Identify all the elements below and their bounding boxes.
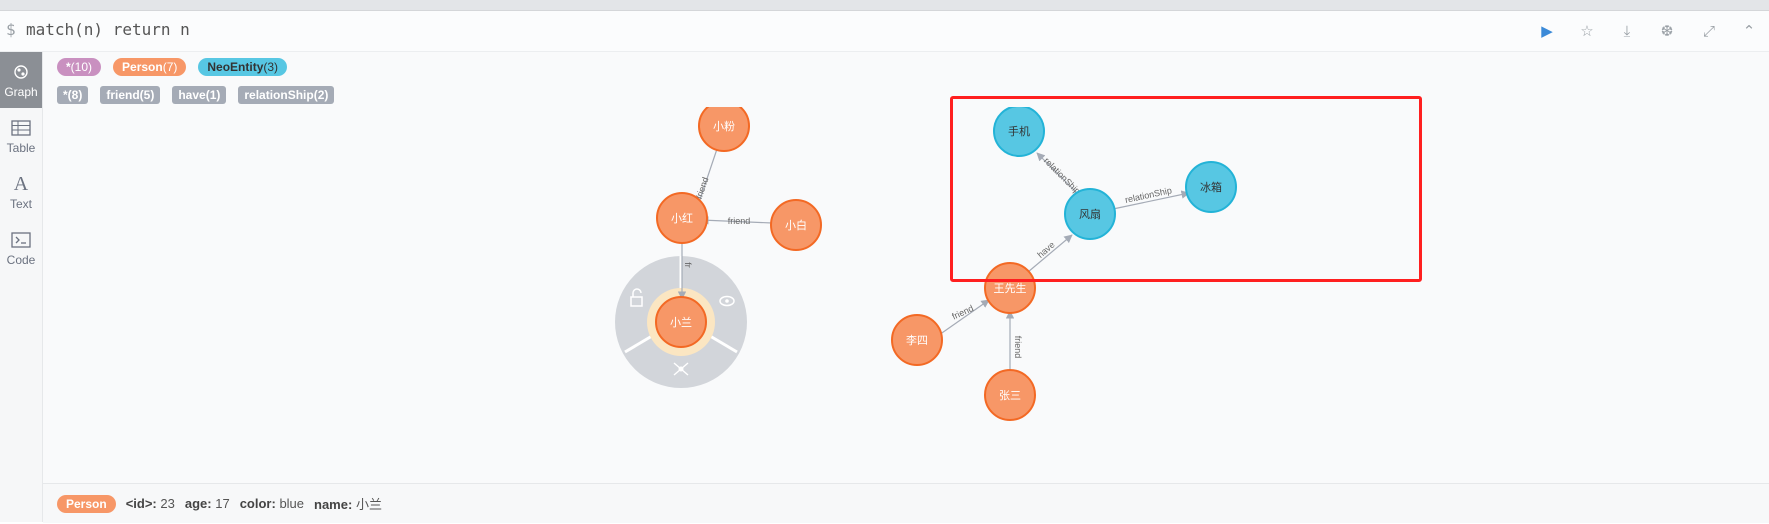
graph-node-entity[interactable]: 手机 [993,107,1045,157]
graph-node-person[interactable]: 小红 [656,192,708,244]
prop-color: color: blue [239,496,305,511]
collapse-icon[interactable]: ⌃ [1742,23,1756,40]
label-chip-all[interactable]: *(10) [57,58,102,76]
sidebar-item-label: Table [6,141,36,155]
node-properties-footer: Person <id>: 23 age: 17 color: blue name… [43,483,1769,523]
graph-node-person[interactable]: 张三 [984,369,1036,421]
svg-text:relationShip: relationShip [1042,156,1083,197]
node-label-filters: *(10) Person(7) NeoEntity(3) [57,58,288,76]
svg-text:手机: 手机 [1008,124,1030,138]
svg-text:风扇: 风扇 [1079,207,1101,221]
sidebar-item-text[interactable]: A Text [0,164,42,220]
query-text[interactable]: match(n) return n [26,20,190,39]
sidebar-item-table[interactable]: Table [0,108,42,164]
relationship[interactable]: friend [938,299,990,336]
query-editor[interactable]: $ match(n) return n ▶ ☆ ⤓ ❆ ⤢ ⌃ [0,11,1769,52]
graph-node-person[interactable]: 李四 [891,314,943,366]
expand-icon[interactable]: ⤢ [1702,22,1715,40]
play-icon[interactable]: ▶ [1541,23,1553,40]
graph-node-entity[interactable]: 风扇 [1064,188,1116,240]
rel-chip-friend[interactable]: friend(5) [100,86,161,104]
graph-node-person[interactable]: 王先生 [984,262,1036,314]
rel-chip-relationship[interactable]: relationShip(2) [238,86,335,104]
svg-text:fr: fr [683,262,693,268]
relationship[interactable]: have [1027,234,1073,273]
relationship[interactable]: fr [677,242,693,300]
prop-age: age: 17 [184,496,230,511]
label-chip-person[interactable]: Person(7) [113,58,187,76]
svg-text:小白: 小白 [785,218,807,232]
graph-node-person[interactable]: 小白 [770,199,822,251]
sidebar-item-label: Graph [4,85,38,99]
unlock-icon[interactable] [630,288,643,307]
graph-icon [12,61,30,83]
relationship-type-filters: *(8) friend(5) have(1) relationShip(2) [57,86,335,104]
graph-node-person[interactable]: 小粉 [698,107,750,152]
svg-text:friend: friend [1013,336,1023,359]
relationship[interactable]: friend [700,216,773,226]
code-icon [11,229,31,251]
svg-text:小粉: 小粉 [713,120,735,133]
result-pane: *(10) Person(7) NeoEntity(3) *(8) friend… [43,52,1769,523]
sidebar-item-graph[interactable]: Graph [0,52,42,108]
star-icon[interactable]: ☆ [1580,23,1594,40]
footer-label-chip[interactable]: Person [57,494,116,513]
label-chip-neoentity[interactable]: NeoEntity(3) [198,58,288,76]
graph-canvas[interactable]: friend friend fr friend friend have rela… [43,107,1769,473]
svg-text:小红: 小红 [671,212,693,225]
sidebar-item-label: Text [9,197,32,211]
svg-text:张三: 张三 [999,389,1021,402]
text-icon: A [13,173,29,195]
svg-text:冰箱: 冰箱 [1200,180,1222,194]
rel-chip-have[interactable]: have(1) [172,86,227,104]
graph-node-person-selected[interactable]: 小兰 [655,296,707,348]
svg-text:friend: friend [728,216,751,226]
window-top-strip [0,0,1769,11]
expand-network-icon[interactable] [673,362,689,376]
table-icon [11,117,31,139]
prop-name: name: 小兰 [314,497,382,512]
relationship[interactable]: relationShip [1112,185,1190,210]
svg-text:小兰: 小兰 [670,316,692,329]
view-sidebar: Graph Table A Text Code [0,52,43,522]
svg-text:李四: 李四 [906,333,928,347]
graph-node-entity[interactable]: 冰箱 [1185,161,1237,213]
pin-icon[interactable]: ❆ [1660,23,1674,40]
svg-text:王先生: 王先生 [994,281,1027,295]
hide-icon[interactable] [719,295,735,307]
sidebar-item-label: Code [6,253,36,267]
prop-id: <id>: 23 [125,496,175,511]
relationship[interactable]: relationShip [1036,152,1083,197]
sidebar-item-code[interactable]: Code [0,220,42,276]
download-icon[interactable]: ⤓ [1623,22,1631,40]
rel-chip-all[interactable]: *(8) [57,86,89,104]
editor-prompt: $ [6,20,16,39]
